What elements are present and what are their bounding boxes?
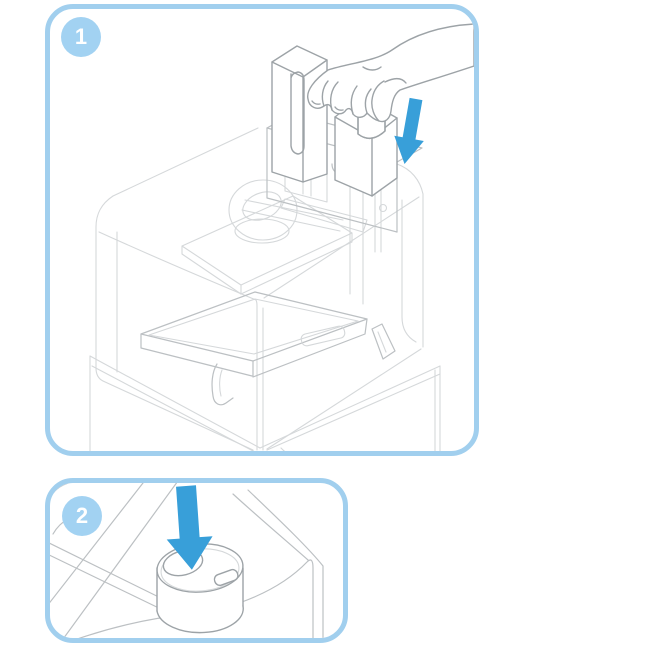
tank-clip-left	[211, 363, 234, 406]
step-1-badge: 1	[61, 17, 101, 57]
build-platform	[181, 179, 368, 295]
handle-slot	[290, 71, 305, 155]
fingernails	[311, 100, 344, 111]
step-2-panel: 2	[45, 478, 348, 643]
printer-cartridge-illustration	[89, 23, 474, 451]
tank-handle-slot	[300, 325, 346, 347]
power-cable	[280, 447, 285, 451]
step-1-panel: 1	[45, 4, 479, 456]
down-arrow-icon	[394, 97, 424, 164]
printer-top-surface	[50, 483, 324, 638]
resin-tank	[140, 291, 396, 406]
tank-clip-right	[371, 323, 396, 360]
cartridge-vent-cap	[156, 543, 244, 634]
bay-left-box	[271, 45, 328, 183]
platform-knob	[228, 179, 298, 241]
cap-latch	[213, 568, 239, 587]
vent-cap-illustration	[50, 483, 324, 638]
hand	[307, 23, 474, 123]
down-arrow-icon	[166, 485, 213, 570]
step-2-badge: 2	[62, 496, 102, 536]
